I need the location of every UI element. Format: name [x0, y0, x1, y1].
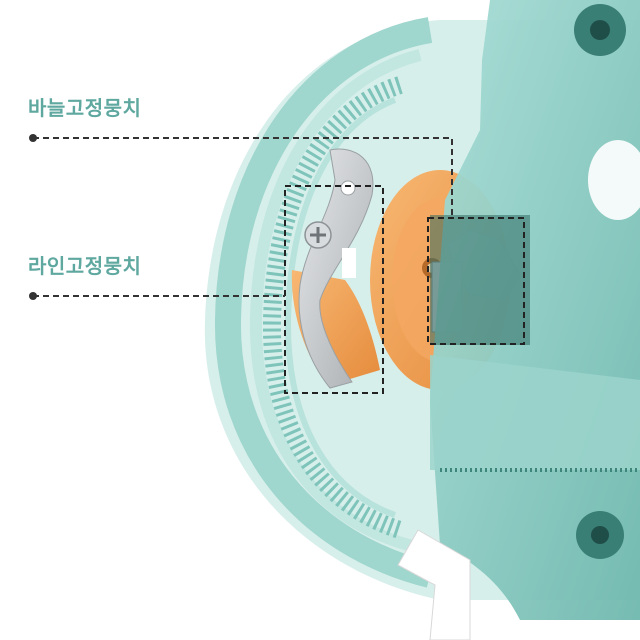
housing-block [430, 0, 640, 620]
gear-ring [262, 76, 403, 539]
line-fixing-label: 라인고정뭉치 [28, 254, 142, 278]
needle-fixing-highlight [427, 217, 525, 345]
line-fixing-highlight [284, 185, 384, 394]
needle-fixing-label: 바늘고정뭉치 [28, 96, 142, 120]
callout-line [29, 292, 285, 300]
line-cord [397, 529, 471, 640]
line-fixing-plate [291, 148, 380, 389]
callout-needle [29, 134, 453, 218]
